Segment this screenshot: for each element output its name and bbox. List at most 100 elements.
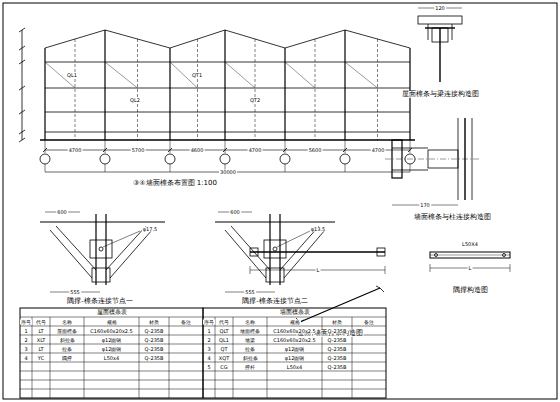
table-cell: Q-235B [327,364,348,369]
dimension-label: 555 [244,290,256,295]
detail-title: 墙面檩条与柱连接构造图 [413,214,492,221]
table-header: 规格 [106,319,118,324]
table-cell: 墙面檩条 [239,328,261,333]
table-header: 名称 [244,319,256,324]
table-cell: CG [219,364,228,369]
table-header: 备注 [363,319,375,324]
detail-title: 隅撑-檩条连接节点二 [241,298,308,305]
member-code: QT2 [249,98,261,103]
table-cell: 4 [206,355,211,360]
table-cell: Q-235B [144,328,165,333]
table-header: 代号 [218,319,230,324]
table-cell: 撑杆 [244,364,256,369]
table-cell: YC [37,355,45,360]
hole-label: φ13.5 [310,227,326,232]
dimension-label: 4600 [190,148,205,153]
table-cell: Q-235B [144,355,165,360]
brace-node-two [215,212,335,292]
table-header: 代号 [35,319,47,324]
dimension-label: 170 [419,203,431,208]
table-cell: 3 [206,346,211,351]
wall-elevation [40,30,415,140]
table-cell: 4 [23,355,28,360]
table-cell: 1 [206,328,211,333]
hole-label: φ17.5 [142,227,158,232]
table-title: 墙面檩条表 [279,310,311,316]
table-cell: LT [37,346,44,351]
dimension-label: 600 [56,210,68,215]
table-header: 名称 [61,319,73,324]
dimension-label: 600 [229,210,241,215]
detail-title: 屋面檩条与梁连接构造图 [401,91,480,98]
dimension-label: 4700 [248,148,263,153]
dimension-label: L [316,268,321,273]
table-header: 材质 [148,319,160,324]
table-header: 序号 [203,319,215,324]
table-cell: Q-235B [327,355,348,360]
dimension-label: 4700 [68,148,83,153]
dimension-line [22,30,23,140]
table-cell: 5 [206,364,211,369]
table-cell: 斜拉条 [59,337,76,342]
roof-outline [45,30,410,48]
dimension-ticks [19,28,25,142]
table-cell: 拉条 [244,346,256,351]
table-cell: QL1 [218,337,230,342]
section-label: L50X4 [461,242,479,247]
table-cell: L50x4 [286,364,303,369]
table-header: 规格 [289,319,301,324]
detail-title: 隅撑-檩条连接节点一 [66,298,133,305]
wall-purlin-detail [385,118,480,205]
table-cell: φ12圆钢 [284,346,306,351]
brace-node-one [40,212,165,292]
table-header: 序号 [20,319,32,324]
table-cell: Q-235B [144,346,165,351]
view-title: ③④墙面檩条布置图 1:100 [132,180,218,187]
table-cell: Q-235B [327,346,348,351]
table-header: 备注 [180,319,192,324]
table-cell: 屋面檩条 [56,328,78,333]
dimension-line [45,150,410,151]
table-cell: QLT [218,328,229,333]
table-cell: φ12圆钢 [101,337,123,342]
table-header: 材质 [331,319,343,324]
table-cell: C160x60x20x2.5 [272,328,317,333]
table-cell: XQT [218,355,230,360]
table-cell: Q-235B [327,337,348,342]
member-code: QL1 [66,73,78,78]
table-cell: φ12圆钢 [101,346,123,351]
table-cell: Q-235B [327,328,348,333]
dimension-label: 30000 [219,170,237,175]
table-cell: Q-235B [144,337,165,342]
corner-brace-detail [430,252,510,272]
table-cell: QT [220,346,229,351]
table-cell: 墙梁 [244,337,256,342]
table-cell: 2 [206,337,211,342]
table-cell: 1 [23,328,28,333]
dimension-label: L [468,266,473,271]
table-cell: 隅撑 [61,355,73,360]
dimension-label: 4700 [371,148,386,153]
dimension-label: 120 [434,6,446,11]
table-cell: φ12圆钢 [284,355,306,360]
roof-purlin-detail [418,8,462,82]
dimension-label: 555 [69,290,81,295]
detail-title: 隅撑构造图 [452,287,489,294]
sheet-border [3,3,557,399]
table-cell: XLT [36,337,47,342]
axis-bubbles [40,140,415,172]
table-cell: 2 [23,337,28,342]
table-cell: C160x60x20x2.5 [272,337,317,342]
table-title: 屋面檩条表 [96,310,128,316]
member-code: QL2 [129,98,141,103]
table-cell: LT [37,328,44,333]
dimension-label: 5600 [308,148,323,153]
table-cell: 拉条 [61,346,73,351]
table-cell: 3 [23,346,28,351]
table-cell: 斜拉条 [242,355,259,360]
material-tables [20,308,386,398]
table-cell: L50x4 [103,355,120,360]
table-cell: C160x60x20x2.5 [89,328,134,333]
member-code: QT1 [191,73,203,78]
